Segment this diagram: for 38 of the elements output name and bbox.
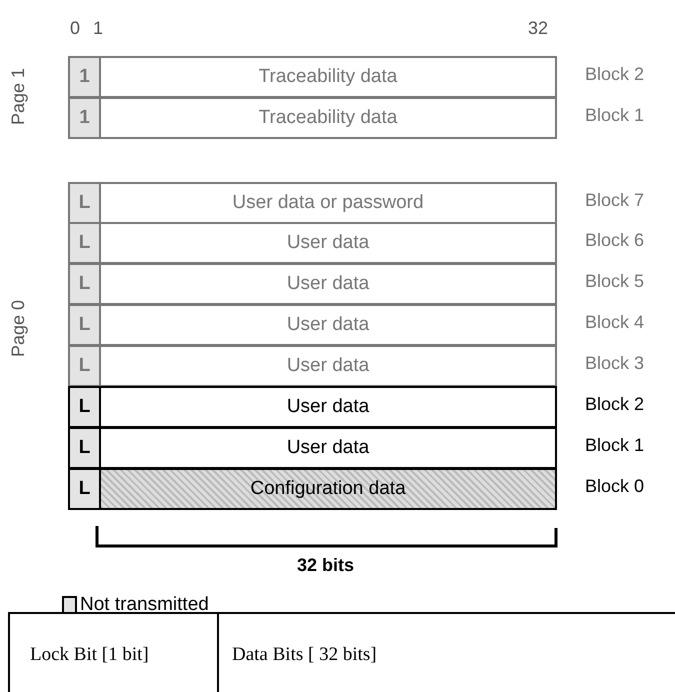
block-label: Block 1 [585,435,644,456]
table-cell: Data Bits [ 32 bits] [232,644,377,666]
lock-bit-cell: L [68,304,101,346]
block-label: Block 2 [585,394,644,415]
dimension-label: 32 bits [297,555,354,576]
data-field-cell: User data or password [99,182,557,224]
block-label: Block 5 [585,271,644,292]
data-field-cell: Traceability data [99,56,557,98]
page-label: Page 1 [8,68,30,126]
lock-bit-cell: L [68,222,101,264]
data-field-cell: User data [99,263,557,305]
table-cell: Lock Bit [1 bit] [30,644,149,666]
legend-label: Not transmitted [80,594,209,616]
lock-bit-cell: 1 [68,97,101,139]
data-field-cell: User data [99,222,557,264]
data-field-cell: User data [99,427,557,469]
bit-index: 0 [70,18,80,39]
lock-bit-cell: L [68,263,101,305]
data-field-cell: User data [99,345,557,387]
block-label: Block 2 [585,64,644,85]
bit-index: 1 [93,18,104,39]
data-field-cell: Configuration data [99,468,557,510]
lock-bit-cell: L [68,427,101,469]
lock-bit-cell: L [68,468,101,510]
block-label: Block 1 [585,105,644,126]
block-label: Block 7 [585,190,644,211]
block-label: Block 4 [585,312,644,333]
block-label: Block 0 [585,476,644,497]
lock-bit-cell: L [68,345,101,387]
data-field-cell: User data [99,386,557,428]
lock-bit-cell: L [68,386,101,428]
bit-index: 32 [528,18,548,39]
page-label: Page 0 [8,300,30,358]
data-field-cell: User data [99,304,557,346]
data-field-cell: Traceability data [99,97,557,139]
block-label: Block 3 [585,353,644,374]
lock-bit-cell: 1 [68,56,101,98]
block-label: Block 6 [585,230,644,251]
